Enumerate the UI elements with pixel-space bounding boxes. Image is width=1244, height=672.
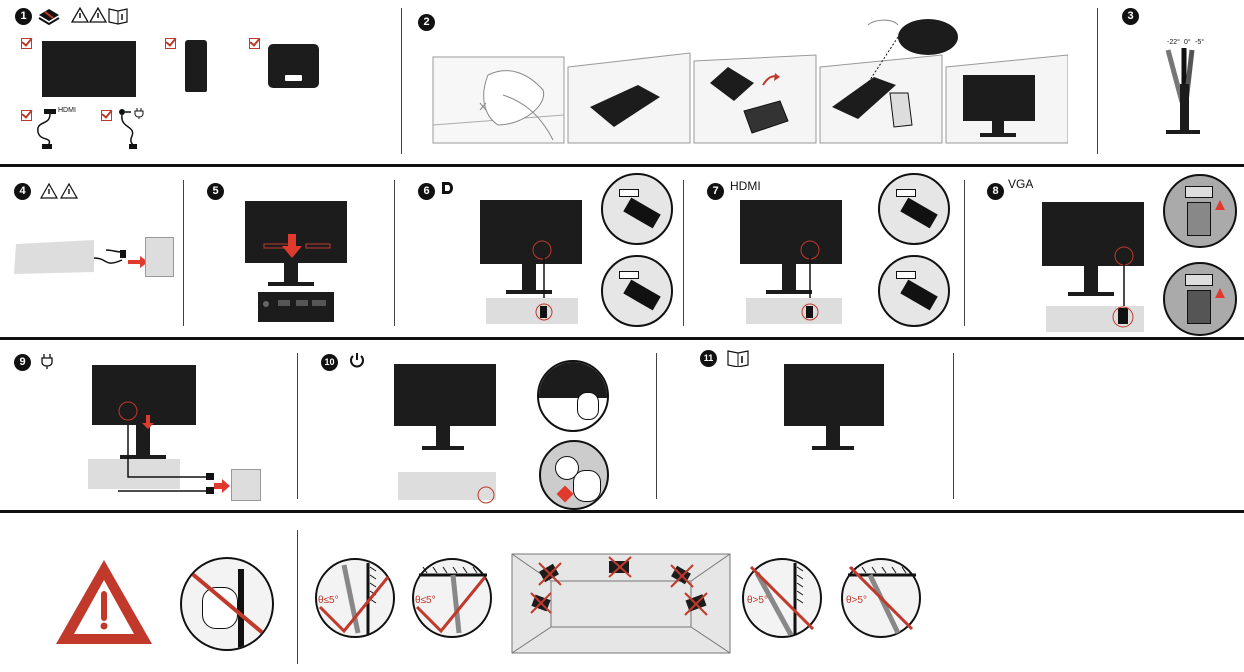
warning-icons — [40, 182, 79, 199]
package-icon — [38, 9, 60, 25]
row-divider-1 — [0, 164, 1244, 167]
monitor-panel-image — [42, 41, 136, 97]
connector-zoom-image — [878, 173, 950, 245]
row-divider-3 — [0, 510, 1244, 513]
wall-mount-ok-1 — [315, 558, 395, 638]
col-divider — [183, 180, 184, 326]
col-divider — [297, 353, 298, 499]
port-location-illustration — [245, 201, 347, 322]
displayport-icon — [442, 182, 453, 194]
monitor-ready-illustration — [784, 364, 884, 450]
checkbox-icon — [21, 110, 32, 121]
stand-attach-panel — [693, 54, 817, 144]
power-cable-image — [119, 109, 137, 149]
warning-triangle-icon — [56, 560, 152, 644]
power-on-illustration — [394, 364, 496, 504]
hdmi-connect-illustration — [740, 200, 842, 324]
warning-triangle-icon — [70, 6, 90, 23]
vga-step-label: VGA — [1008, 177, 1034, 191]
computer-power-illustration — [14, 240, 148, 274]
book-info-icon — [727, 350, 749, 367]
tilt-side-view — [1165, 48, 1200, 134]
step-number: 5 — [207, 183, 224, 200]
checkbox-icon — [101, 110, 112, 121]
checkbox-icon — [165, 38, 176, 49]
tilt-angle-right: -5° — [1195, 39, 1205, 46]
col-divider — [656, 353, 657, 499]
angle-label: θ>5° — [747, 595, 768, 606]
wall-mount-bad-1 — [742, 558, 822, 638]
plug-icon — [134, 108, 144, 119]
hdmi-cable-label: HDMI — [58, 107, 76, 114]
tilt-angle-mid: 0° — [1184, 39, 1191, 46]
vga-connect-illustration — [1042, 202, 1144, 332]
connector-zoom-image — [601, 173, 673, 245]
col-divider — [1097, 8, 1098, 154]
step-number: 8 — [987, 183, 1004, 200]
power-connect-illustration — [88, 365, 230, 494]
wall-mount-ok-2 — [412, 558, 492, 638]
step-number: 7 — [707, 183, 724, 200]
stand-base-image — [268, 44, 319, 88]
power-button-zoom-image — [537, 360, 609, 432]
col-divider — [401, 8, 402, 154]
monitor-face-down-panel — [567, 52, 691, 144]
checkbox-icon — [249, 38, 260, 49]
warning-triangle-icon — [59, 182, 79, 199]
vga-connector-zoom-image — [1163, 174, 1237, 248]
warning-triangle-icon — [88, 6, 108, 23]
step-number: 3 — [1122, 8, 1139, 25]
book-info-icon — [108, 8, 128, 25]
wall-mount-bad-2 — [841, 558, 921, 638]
step-number: 4 — [14, 183, 31, 200]
step-number: 11 — [700, 350, 717, 367]
connector-zoom-image — [601, 255, 673, 327]
checkbox-icon — [21, 38, 32, 49]
hdmi-cable-image — [37, 109, 56, 149]
step-number: 10 — [321, 354, 338, 371]
step-number: 1 — [15, 8, 32, 25]
vga-connector-zoom-image — [1163, 262, 1237, 336]
monitor-upright-panel — [945, 54, 1068, 144]
tilt-angle-left: -22° — [1167, 39, 1180, 46]
connector-zoom-image — [878, 255, 950, 327]
warning-triangle-icon — [40, 182, 59, 199]
angle-label: θ≤5° — [318, 595, 339, 606]
table-cloth-panel — [432, 56, 565, 144]
col-divider — [297, 530, 298, 664]
assembly-illustration — [432, 19, 1068, 144]
angle-label: θ≤5° — [415, 595, 436, 606]
power-button-zoom-image — [539, 440, 609, 510]
power-icon — [350, 353, 364, 368]
hdmi-step-label: HDMI — [730, 179, 761, 193]
base-buttons — [285, 75, 302, 81]
step-1-header-icons — [38, 6, 128, 25]
step-number: 2 — [418, 14, 435, 31]
stand-neck-image — [185, 40, 207, 92]
no-touch-screen-image — [180, 557, 274, 651]
screw-zoom-panel — [819, 19, 958, 144]
wall-outlet-image — [145, 237, 174, 277]
col-divider — [953, 353, 954, 499]
row-divider-2 — [0, 337, 1244, 340]
col-divider — [394, 180, 395, 326]
step-number: 6 — [418, 183, 435, 200]
col-divider — [964, 180, 965, 326]
step-number: 9 — [14, 354, 31, 371]
col-divider — [683, 180, 684, 326]
displayport-connect-illustration — [480, 200, 582, 324]
room-mount-illustration — [511, 553, 731, 654]
plug-icon — [41, 354, 53, 369]
wall-outlet-image — [231, 469, 261, 501]
angle-label: θ>5° — [846, 595, 867, 606]
